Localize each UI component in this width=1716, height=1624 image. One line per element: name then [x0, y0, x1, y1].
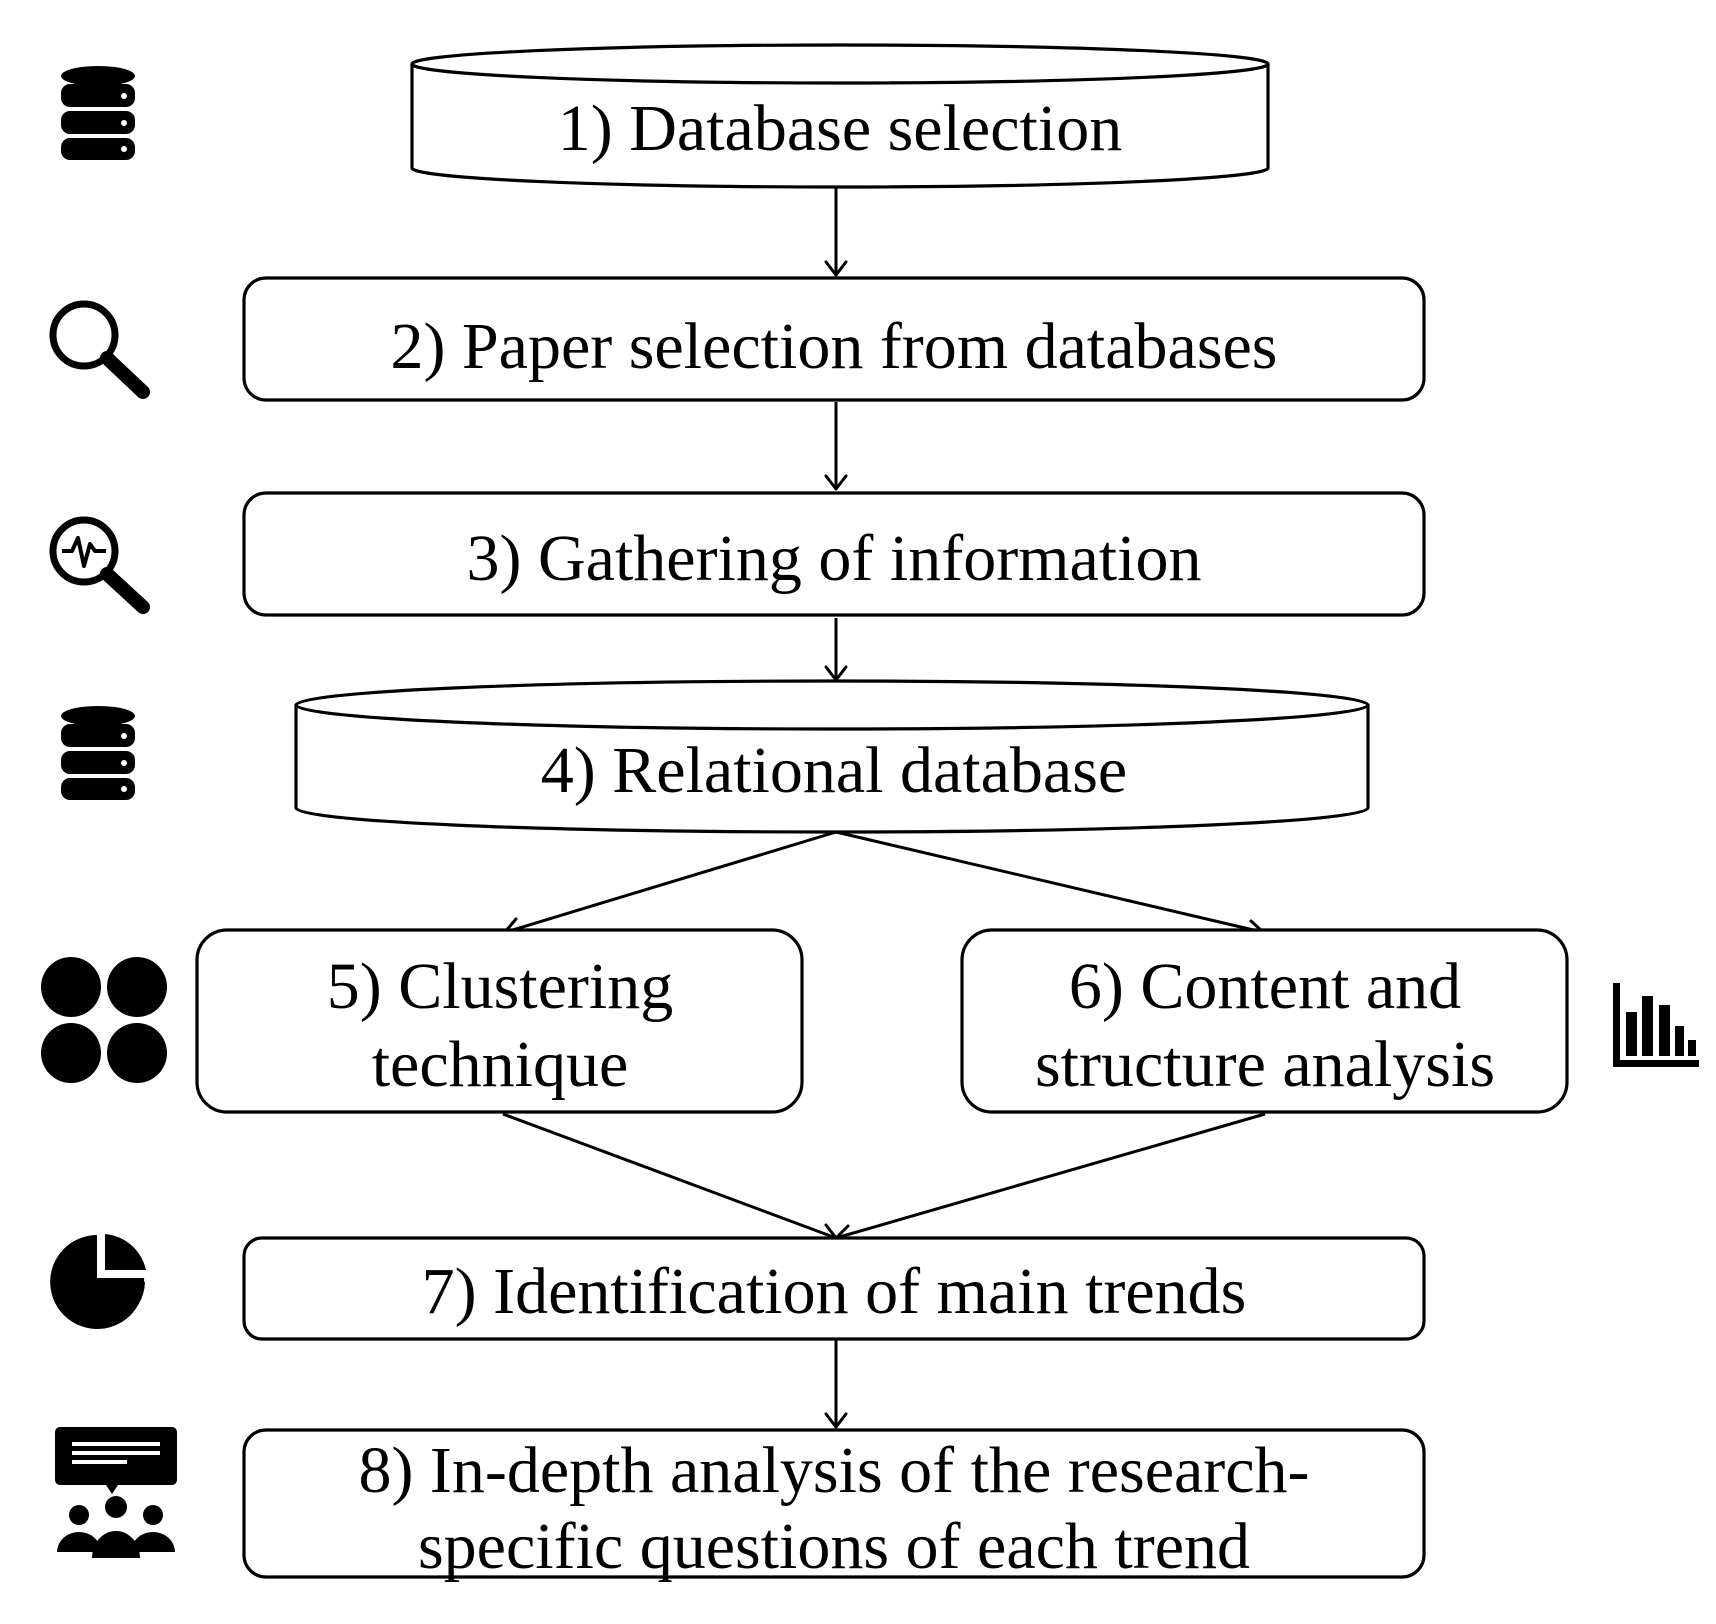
step-4-cylinder-top [294, 679, 1370, 731]
meeting-presentation-icon [55, 1427, 177, 1558]
step-7-label: 7) Identification of main trends [422, 1255, 1247, 1328]
step-8-box [242, 1428, 1426, 1579]
arrowhead-7-8 [824, 1412, 848, 1429]
step-8-label-line1: 8) In-depth analysis of the research- [358, 1434, 1309, 1507]
cluster-icon [41, 957, 167, 1083]
bar-chart-icon [1613, 983, 1699, 1067]
step-7-box [242, 1236, 1426, 1341]
step-6-label-line2: structure analysis [1035, 1028, 1495, 1101]
step-1-node: 1) Database selection [410, 43, 1270, 189]
search-analytics-icon [49, 516, 150, 614]
arrowhead-1-2 [824, 260, 848, 277]
step-4-node: 4) Relational database [294, 679, 1370, 834]
step-2-label: 2) Paper selection from databases [390, 310, 1277, 383]
edge-4-6 [835, 830, 1263, 934]
step-7-node: 7) Identification of main trends [242, 1236, 1426, 1341]
step-2-box [242, 276, 1426, 402]
step-5-box [195, 928, 804, 1114]
database-icon [61, 66, 135, 160]
step-4-label: 4) Relational database [541, 734, 1127, 807]
arrowhead-2-3 [824, 474, 848, 491]
step-3-label: 3) Gathering of information [467, 522, 1202, 595]
step-3-box [242, 491, 1426, 617]
step-6-box [960, 928, 1569, 1114]
step-4-cylinder-body [294, 705, 1370, 834]
step-1-cylinder-body [410, 64, 1270, 189]
step-5-label-line1: 5) Clustering [327, 950, 673, 1023]
edge-4-5 [505, 830, 837, 934]
step-5-node: 5) Clustering technique [195, 928, 804, 1114]
database-icon [61, 706, 135, 800]
edge-6-7 [835, 1112, 1266, 1240]
step-1-cylinder-top [410, 43, 1270, 85]
step-5-label-line2: technique [372, 1028, 629, 1101]
step-8-label-line2: specific questions of each trend [418, 1510, 1250, 1583]
step-6-node: 6) Content and structure analysis [960, 928, 1569, 1114]
search-icon [49, 300, 150, 399]
step-8-node: 8) In-depth analysis of the research- sp… [242, 1428, 1426, 1583]
pie-chart-icon [50, 1234, 146, 1329]
step-6-label-line1: 6) Content and [1069, 950, 1461, 1023]
step-1-label: 1) Database selection [558, 92, 1122, 165]
step-2-node: 2) Paper selection from databases [242, 276, 1426, 402]
edge-5-7 [502, 1112, 837, 1240]
step-3-node: 3) Gathering of information [242, 491, 1426, 617]
